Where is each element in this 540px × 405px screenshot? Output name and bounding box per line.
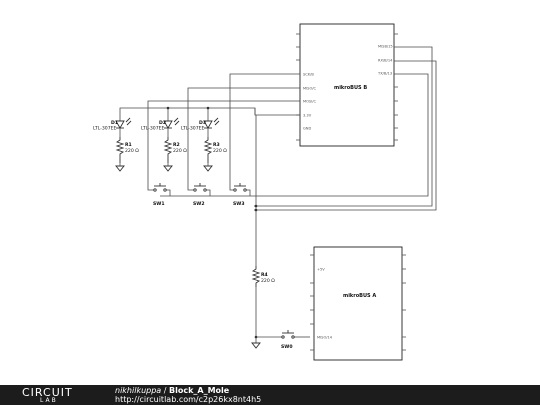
led-d2[interactable]: D2 LTL-307EE bbox=[141, 117, 180, 137]
resistor-r2[interactable]: R2 220 Ω bbox=[163, 137, 187, 163]
led-d2-part: LTL-307EE bbox=[141, 126, 165, 132]
mikrobus-a-chip[interactable]: mikroBUS A +5V MISO/14 bbox=[310, 246, 406, 361]
mikrobus-b-pin-gnd: GND bbox=[303, 127, 311, 131]
switch-sw1-label: SW1 bbox=[153, 201, 165, 207]
resistor-r1[interactable]: R1 220 Ω bbox=[115, 137, 139, 163]
resistor-r3-value: 220 Ω bbox=[213, 148, 227, 154]
resistor-r4-ref: R4 bbox=[261, 272, 268, 278]
logo-text-bottom: LAB bbox=[40, 396, 58, 404]
switch-sw2-label: SW2 bbox=[193, 201, 205, 207]
switch-sw3-label: SW3 bbox=[233, 201, 245, 207]
ground-symbol bbox=[163, 163, 173, 172]
ground-symbol bbox=[251, 342, 261, 349]
circuit-title: Block_A_Mole bbox=[168, 386, 230, 395]
circuitlab-logo[interactable]: CIRCUIT LAB bbox=[22, 385, 73, 405]
mikrobus-b-chip[interactable]: mikroBUS B SCK/B MISO/C MOSI/C 3.3V GND … bbox=[296, 23, 398, 147]
mikrobus-b-pin-mosi: MOSI/C bbox=[303, 100, 316, 104]
mikrobus-b-label: mikroBUS B bbox=[334, 85, 367, 91]
led-d1-part: LTL-307EE bbox=[93, 126, 117, 132]
mikrobus-b-pin-miso: MISO/C bbox=[303, 87, 316, 91]
mikrobus-a-pin-miso14: MISO/14 bbox=[317, 336, 333, 340]
switch-sw2[interactable]: SW2 bbox=[193, 183, 207, 207]
resistor-r3[interactable]: R3 220 Ω bbox=[203, 137, 227, 163]
mikrobus-b-pin-3v3: 3.3V bbox=[303, 114, 312, 118]
led-d3[interactable]: D3 LTL-307EE bbox=[181, 117, 220, 137]
mikrobus-b-pin-sck: SCK/B bbox=[303, 73, 314, 77]
led-d3-ref: D3 bbox=[199, 120, 206, 126]
mikrobus-a-label: mikroBUS A bbox=[343, 293, 376, 299]
mikrobus-b-pin-txb: TX/B/13 bbox=[377, 72, 392, 76]
switch-sw3[interactable]: SW3 bbox=[233, 183, 247, 207]
title-separator: / bbox=[161, 386, 169, 395]
circuit-schematic: mikroBUS B SCK/B MISO/C MOSI/C 3.3V GND … bbox=[93, 23, 437, 361]
switch-sw0[interactable]: SW0 bbox=[281, 330, 295, 350]
resistor-r3-ref: R3 bbox=[213, 142, 220, 148]
resistor-r4-value: 220 Ω bbox=[261, 278, 275, 284]
resistor-r1-value: 220 Ω bbox=[125, 148, 139, 154]
resistor-r1-ref: R1 bbox=[125, 142, 132, 148]
mikrobus-b-pin-rxb: RX/B/14 bbox=[378, 59, 393, 63]
led-d1[interactable]: D1 LTL-307EE bbox=[93, 117, 132, 137]
credits: nikhilkuppa / Block_A_Mole http://circui… bbox=[115, 386, 261, 404]
wires bbox=[119, 46, 437, 343]
resistor-r4[interactable]: R4 220 Ω bbox=[251, 266, 275, 287]
resistor-r2-value: 220 Ω bbox=[173, 148, 187, 154]
switch-sw1[interactable]: SW1 bbox=[153, 183, 167, 207]
led-d1-ref: D1 bbox=[111, 120, 118, 126]
ground-symbol bbox=[115, 163, 125, 172]
ground-symbol bbox=[203, 163, 213, 172]
author-link[interactable]: nikhilkuppa bbox=[115, 386, 162, 395]
resistor-r2-ref: R2 bbox=[173, 142, 180, 148]
circuit-url-link[interactable]: http://circuitlab.com/c2p26kx8nt4h5 bbox=[115, 395, 262, 404]
mikrobus-b-pin-misb: MISB/15 bbox=[378, 45, 393, 49]
led-d2-ref: D2 bbox=[159, 120, 166, 126]
switch-sw0-label: SW0 bbox=[281, 344, 293, 350]
led-d3-part: LTL-307EE bbox=[181, 126, 205, 132]
junctions bbox=[166, 106, 258, 339]
footer-bar: CIRCUIT LAB nikhilkuppa / Block_A_Mole h… bbox=[0, 385, 540, 405]
logo-text-top: CIRCUIT bbox=[22, 385, 73, 399]
mikrobus-a-pin-5v: +5V bbox=[317, 268, 325, 272]
